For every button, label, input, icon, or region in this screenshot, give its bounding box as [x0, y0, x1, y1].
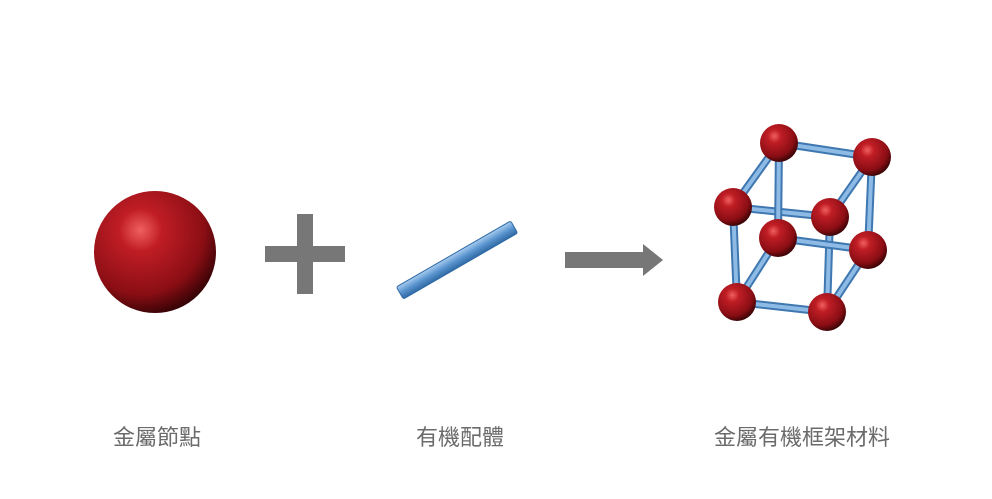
metal-node: [808, 293, 846, 331]
mof-framework: [714, 124, 891, 331]
arrow-right-icon: [565, 244, 663, 276]
organic-ligand-rod: [396, 221, 518, 299]
label-mof: 金屬有機框架材料: [713, 426, 891, 451]
metal-node: [759, 219, 797, 257]
metal-node-sphere: [94, 191, 216, 313]
metal-node: [718, 283, 756, 321]
metal-node: [714, 188, 752, 226]
metal-node: [760, 124, 798, 162]
metal-node: [849, 231, 887, 269]
metal-node: [811, 198, 849, 236]
label-organic-ligand: 有機配體: [415, 426, 505, 451]
label-metal-node: 金屬節點: [112, 426, 202, 451]
plus-icon: [265, 214, 345, 294]
metal-node: [853, 138, 891, 176]
